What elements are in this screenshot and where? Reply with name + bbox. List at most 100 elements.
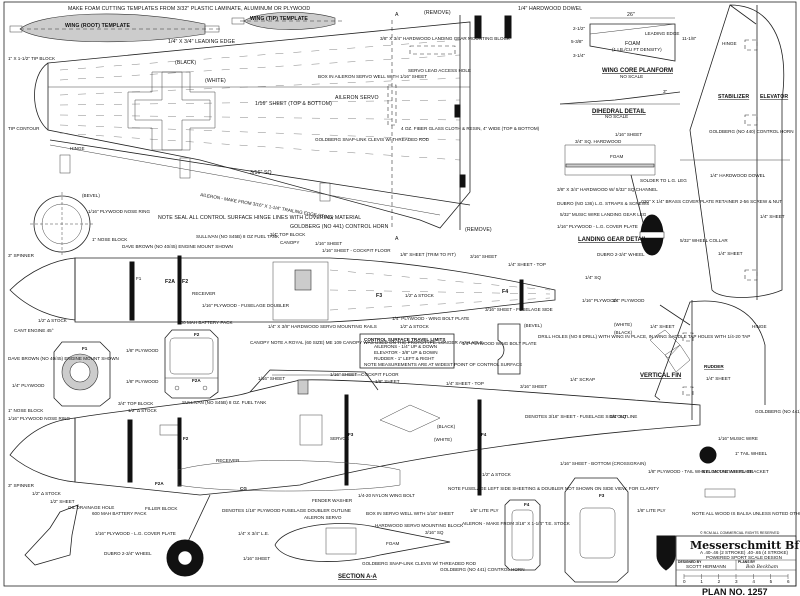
seal-note: NOTE SEAL ALL CONTROL SURFACE HINGE LINE… xyxy=(158,215,361,221)
svg-text:3/16" SHEET: 3/16" SHEET xyxy=(470,254,497,259)
svg-text:1/16" SHEET - COCKPIT FLOOR: 1/16" SHEET - COCKPIT FLOOR xyxy=(330,372,399,377)
svg-text:DENOTES 1/16" PLYWOOD FUSELAGE: DENOTES 1/16" PLYWOOD FUSELAGE DOUBLER O… xyxy=(222,508,351,513)
svg-text:BOX IN SERVO WELL WITH 1/16" S: BOX IN SERVO WELL WITH 1/16" SHEET xyxy=(366,511,454,516)
scale-tick-label: 4 xyxy=(752,579,755,584)
svg-text:1" TAIL WHEEL: 1" TAIL WHEEL xyxy=(735,451,768,456)
svg-text:1/8" LITE PLY: 1/8" LITE PLY xyxy=(637,508,666,513)
top-view-labels: 3" SPINNER DAVE BROWN (NO 40/45) ENGINE … xyxy=(8,232,618,329)
svg-text:1/2" Δ STOCK: 1/2" Δ STOCK xyxy=(32,491,62,496)
svg-text:F2: F2 xyxy=(194,332,200,337)
svg-text:F4: F4 xyxy=(502,289,508,295)
svg-text:GOLDBERG (NO 441) CONTROL HORN: GOLDBERG (NO 441) CONTROL HORN xyxy=(440,567,525,572)
svg-text:1/16" MUSIC WIRE: 1/16" MUSIC WIRE xyxy=(718,436,758,441)
svg-text:F2A: F2A xyxy=(165,279,175,285)
svg-text:(BEVEL): (BEVEL) xyxy=(82,193,100,198)
former-f3: F3 1/8" LITE PLY xyxy=(564,477,666,583)
svg-text:OIL DRAINAGE HOLE: OIL DRAINAGE HOLE xyxy=(68,505,114,510)
svg-text:RUDDER - 1" LEFT & RIGHT: RUDDER - 1" LEFT & RIGHT xyxy=(374,356,434,361)
svg-text:600 MAH BATTERY PACK: 600 MAH BATTERY PACK xyxy=(178,320,233,325)
svg-text:1" NOSE BLOCK: 1" NOSE BLOCK xyxy=(92,237,128,242)
canopy-note: CANOPY NOTE A ROYAL (60 SIZE) ME 109 CAN… xyxy=(250,340,484,345)
svg-text:(WHITE): (WHITE) xyxy=(614,322,632,327)
fuselage-left-note: NOTE FUSELAGE LEFT SIDE SHEETING & DOUBL… xyxy=(448,486,659,491)
svg-text:FOAM: FOAM xyxy=(386,541,399,546)
svg-text:1/16" SHEET: 1/16" SHEET xyxy=(258,376,285,381)
svg-text:3/16" SQ: 3/16" SQ xyxy=(250,170,272,176)
lg-cover-plate xyxy=(24,504,79,566)
svg-text:1/2" Δ STOCK: 1/2" Δ STOCK xyxy=(405,293,435,298)
former-f1: CANT ENGINE 45° F1 DAVE BROWN (NO 40/45)… xyxy=(8,328,119,407)
svg-text:STABILIZER: STABILIZER xyxy=(718,94,749,100)
svg-text:3" SPINNER: 3" SPINNER xyxy=(8,253,35,258)
svg-text:(WHITE): (WHITE) xyxy=(205,78,226,84)
svg-text:DUBRO (NO 136) L.G. STRAPS & S: DUBRO (NO 136) L.G. STRAPS & SCREWS xyxy=(557,201,649,206)
svg-text:ELEVATOR - 3/8" UP & DOWN: ELEVATOR - 3/8" UP & DOWN xyxy=(374,350,438,355)
svg-text:FOAM: FOAM xyxy=(625,41,640,47)
svg-text:HINGE: HINGE xyxy=(752,324,767,329)
svg-text:NYLON TAIL WHEEL BRACKET: NYLON TAIL WHEEL BRACKET xyxy=(702,469,769,474)
svg-text:1/4" HARDWOOD DOWEL: 1/4" HARDWOOD DOWEL xyxy=(710,173,766,178)
nose-ring: (BEVEL) 1/16" PLYWOOD NOSE RING 1" NOSE … xyxy=(30,192,150,256)
wing-tip-template: WING (TIP) TEMPLATE xyxy=(231,12,345,30)
svg-text:(BLACK): (BLACK) xyxy=(175,60,196,66)
svg-text:RECEIVER: RECEIVER xyxy=(216,458,240,463)
svg-text:(WHITE): (WHITE) xyxy=(434,437,452,442)
svg-text:1/4" SQ: 1/4" SQ xyxy=(585,275,601,280)
svg-text:1/2" Δ STOCK: 1/2" Δ STOCK xyxy=(482,472,512,477)
svg-text:F2A: F2A xyxy=(155,481,164,486)
svg-text:1/4" PLYWOOD WING BOLT PLATE: 1/4" PLYWOOD WING BOLT PLATE xyxy=(462,341,537,346)
svg-text:FENDER WASHER: FENDER WASHER xyxy=(312,498,353,503)
svg-text:1/2" Δ STOCK: 1/2" Δ STOCK xyxy=(400,324,430,329)
svg-text:1/4" X 3/4" LEADING EDGE: 1/4" X 3/4" LEADING EDGE xyxy=(168,39,236,45)
svg-text:4 OZ. FIBER GLASS CLOTH & RESI: 4 OZ. FIBER GLASS CLOTH & RESIN, 4" WIDE… xyxy=(401,126,540,131)
svg-text:DAVE BROWN (NO 40/45) ENGINE M: DAVE BROWN (NO 40/45) ENGINE MOUNT SHOWN xyxy=(8,356,119,361)
svg-text:1/4" SHEET: 1/4" SHEET xyxy=(760,214,785,219)
vertical-fin-title: VERTICAL FIN xyxy=(640,373,681,379)
svg-text:1/16" SHEET: 1/16" SHEET xyxy=(615,132,642,137)
svg-text:1/8" PLYWOOD: 1/8" PLYWOOD xyxy=(126,348,159,353)
scale-tick-label: 6 xyxy=(787,579,790,584)
svg-text:RUDDER: RUDDER xyxy=(704,364,724,369)
svg-text:1/4-20 NYLON WING BOLT: 1/4-20 NYLON WING BOLT xyxy=(358,493,415,498)
svg-text:1/8" LITE PLY: 1/8" LITE PLY xyxy=(470,508,499,513)
svg-text:5-3/8": 5-3/8" xyxy=(571,39,583,44)
travel-limits-title: CONTROL SURFACE TRAVEL LIMITS xyxy=(364,337,445,342)
svg-text:HARDWOOD SERVO MOUNTING BLOCK: HARDWOOD SERVO MOUNTING BLOCK xyxy=(375,523,464,528)
svg-text:1/8" PLYWOOD: 1/8" PLYWOOD xyxy=(126,379,159,384)
svg-text:3/8" X 3/4" HARDWOOD W/ 5/32": 3/8" X 3/4" HARDWOOD W/ 5/32" SQ CHANNEL xyxy=(557,187,658,192)
tip-template-label: WING (TIP) TEMPLATE xyxy=(250,16,308,22)
svg-text:F2: F2 xyxy=(183,436,189,441)
svg-text:POWERED SPORT SCALE DESIGN: POWERED SPORT SCALE DESIGN xyxy=(706,555,782,560)
pilot-figure xyxy=(297,379,309,395)
wing-core-title: WING CORE PLANFORM xyxy=(602,68,673,74)
svg-text:3" SPINNER: 3" SPINNER xyxy=(8,483,35,488)
svg-text:1/4" X 3/8" HARDWOOD SERVO MOU: 1/4" X 3/8" HARDWOOD SERVO MOUNTING RAIL… xyxy=(268,324,377,329)
landing-gear-title: LANDING GEAR DETAIL xyxy=(578,237,648,243)
svg-text:DRILL HOLES (NO 8 DRILL) WITH: DRILL HOLES (NO 8 DRILL) WITH WING IN PL… xyxy=(538,334,750,339)
svg-text:1/8" PLYWOOD - TAIL WHEEL MOUN: 1/8" PLYWOOD - TAIL WHEEL MOUNTING PLATE xyxy=(648,469,753,474)
svg-text:(1 LB./CU FT DENSITY): (1 LB./CU FT DENSITY) xyxy=(612,47,662,52)
svg-text:F4: F4 xyxy=(481,432,487,437)
scale-tick-label: 5 xyxy=(770,579,773,584)
svg-text:1/16" SHEET - BOTTOM (CROSSGRA: 1/16" SHEET - BOTTOM (CROSSGRAIN) xyxy=(560,461,646,466)
svg-text:1/8" SHEET (TRIM TO FIT): 1/8" SHEET (TRIM TO FIT) xyxy=(400,252,456,257)
svg-text:SERVO LEAD ACCESS HOLE: SERVO LEAD ACCESS HOLE xyxy=(408,68,471,73)
fuselage-side-view xyxy=(9,369,701,577)
svg-text:(BLACK): (BLACK) xyxy=(437,424,456,429)
svg-text:1/4" SQ: 1/4" SQ xyxy=(610,414,626,419)
svg-text:1/16" PLYWOOD: 1/16" PLYWOOD xyxy=(582,298,618,303)
vertical-fin: VERTICAL FIN RUDDER 1/4" PLYWOOD (WHITE)… xyxy=(570,298,800,498)
root-template-label: WING (ROOT) TEMPLATE xyxy=(65,23,130,29)
svg-text:(REMOVE): (REMOVE) xyxy=(424,10,451,16)
svg-text:3": 3" xyxy=(663,89,668,94)
template-note: MAKE FOAM CUTTING TEMPLATES FROM 3/32" P… xyxy=(68,6,310,12)
svg-text:AILERON SERVO: AILERON SERVO xyxy=(304,515,342,520)
svg-text:1/4" SHEET - TOP: 1/4" SHEET - TOP xyxy=(508,262,546,267)
svg-text:NO SCALE: NO SCALE xyxy=(620,74,643,79)
svg-text:1/16" PLYWOOD - L.G. COVER PLA: 1/16" PLYWOOD - L.G. COVER PLATE xyxy=(95,531,176,536)
scale-tick-label: 0 xyxy=(683,579,686,584)
svg-text:1/4" SHEET - TOP: 1/4" SHEET - TOP xyxy=(446,381,484,386)
